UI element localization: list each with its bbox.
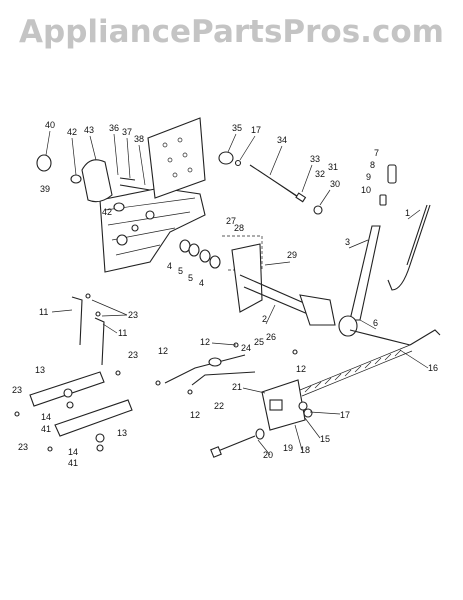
callout-5: 5 <box>178 266 183 276</box>
callout-11: 11 <box>39 307 48 317</box>
callout-13: 13 <box>35 365 45 375</box>
callout-40: 40 <box>45 120 55 130</box>
callout-28: 28 <box>234 223 244 233</box>
callout-33: 33 <box>310 154 320 164</box>
callout-4: 4 <box>167 261 172 271</box>
callout-12b: 12 <box>158 346 168 356</box>
callout-23c: 23 <box>12 385 22 395</box>
callout-23d: 23 <box>18 442 28 452</box>
callout-19: 19 <box>283 443 293 453</box>
callout-5b: 5 <box>188 273 193 283</box>
callout-29: 29 <box>287 250 297 260</box>
callout-12: 12 <box>200 337 210 347</box>
callout-23b: 23 <box>128 350 138 360</box>
callout-35: 35 <box>232 123 242 133</box>
callout-21: 21 <box>232 382 242 392</box>
callout-39: 39 <box>40 184 50 194</box>
callout-16: 16 <box>428 363 438 373</box>
callout-12c: 12 <box>296 364 306 374</box>
callout-42b: 42 <box>102 207 112 217</box>
callout-2: 2 <box>262 314 267 324</box>
callout-10: 10 <box>361 185 371 195</box>
callout-9: 9 <box>366 172 371 182</box>
washer-stack <box>179 239 221 269</box>
callout-37: 37 <box>122 127 132 137</box>
callout-14: 14 <box>41 412 51 422</box>
lift-shaft <box>231 243 336 326</box>
leader-lines <box>45 130 429 456</box>
callout-42: 42 <box>67 127 77 137</box>
callout-31: 31 <box>328 162 338 172</box>
callout-15: 15 <box>320 434 330 444</box>
callout-23: 23 <box>128 310 138 320</box>
callout-17b: 17 <box>340 410 350 420</box>
callout-12d: 12 <box>190 410 200 420</box>
callout-11b: 11 <box>118 328 127 338</box>
callout-41b: 41 <box>68 458 78 468</box>
callout-43: 43 <box>84 125 94 135</box>
callout-25: 25 <box>254 337 264 347</box>
callout-13b: 13 <box>117 428 127 438</box>
knob-assembly <box>36 154 151 212</box>
frame-plate <box>99 187 206 273</box>
hangers-and-links <box>14 293 133 452</box>
watermark: AppliancePartsPros.com <box>19 14 444 50</box>
spring-16 <box>299 329 441 397</box>
upper-bracket <box>147 117 206 199</box>
callout-30: 30 <box>330 179 340 189</box>
callout-1: 1 <box>405 208 410 218</box>
shaft-34 <box>218 151 323 215</box>
callout-numbers: 40 42 43 36 37 38 39 42 35 17 34 33 32 3… <box>12 120 438 468</box>
callout-3: 3 <box>345 237 350 247</box>
callout-22: 22 <box>214 401 224 411</box>
callout-32: 32 <box>315 169 325 179</box>
callout-18: 18 <box>300 445 310 455</box>
callout-38: 38 <box>134 134 144 144</box>
callout-4b: 4 <box>199 278 204 288</box>
callout-8: 8 <box>370 160 375 170</box>
callout-6: 6 <box>373 318 378 328</box>
link-rods <box>155 342 298 395</box>
lift-handle <box>338 164 431 337</box>
callout-41: 41 <box>41 424 51 434</box>
bolt-20 <box>210 428 265 458</box>
callout-36: 36 <box>109 123 119 133</box>
bracket-18 <box>261 379 313 431</box>
callout-14b: 14 <box>68 447 78 457</box>
callout-26: 26 <box>266 332 276 342</box>
callout-24: 24 <box>241 343 251 353</box>
callout-27: 27 <box>226 216 236 226</box>
callout-7: 7 <box>374 148 379 158</box>
callout-17: 17 <box>251 125 261 135</box>
callout-34: 34 <box>277 135 287 145</box>
callout-20: 20 <box>263 450 273 460</box>
